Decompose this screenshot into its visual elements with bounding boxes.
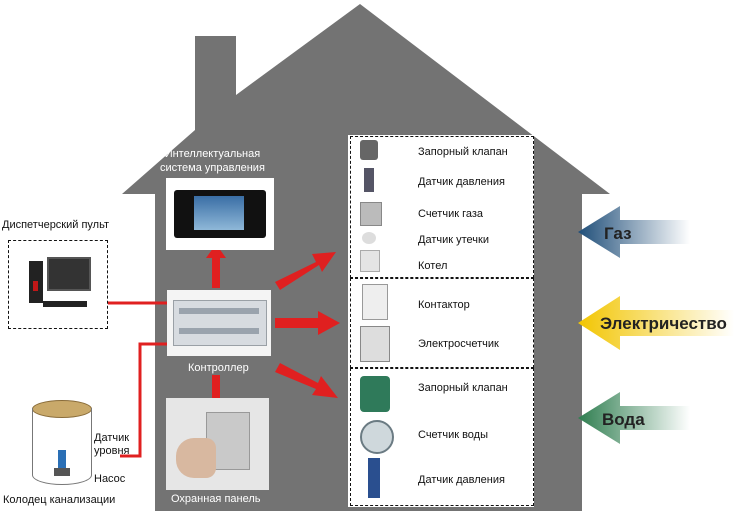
water-group-list: Запорный клапан Счетчик воды Датчик давл… [354,370,530,502]
electric-meter-icon [360,326,390,362]
intelligent-system-panel [166,178,274,250]
controller-label: Контроллер [188,362,249,374]
gas-pressure-label: Датчик давления [418,176,505,188]
pressure-sensor-icon [364,168,374,192]
dispatcher-label: Диспетчерский пульт [2,219,110,231]
gas-meter-label: Счетчик газа [418,208,484,220]
boiler-label: Котел [418,260,448,272]
electric-input-label: Электричество [600,314,727,333]
level-sensor-label: Датчик уровня [94,432,130,457]
water-meter-label: Счетчик воды [418,429,489,441]
water-group-box [350,368,534,506]
gas-group-list: Запорный клапан Датчик давления Счетчик … [354,138,530,274]
gas-meter-icon [360,202,382,226]
touch-screen-device [174,190,266,238]
sewer-well-icon [32,400,92,488]
water-valve-icon [360,376,390,412]
leak-sensor-label: Датчик утечки [418,234,489,246]
security-panel-image [166,398,269,490]
electric-meter-label: Электросчетчик [418,338,499,350]
water-valve-label: Запорный клапан [418,382,508,394]
computer-icon [29,257,91,307]
gas-input-label: Газ [604,224,632,243]
gas-input-arrow [578,206,690,258]
intelligent-system-label: Интеллектуальная система управления [160,148,265,174]
water-pressure-label: Датчик давления [418,474,505,486]
leak-sensor-icon [362,232,376,244]
water-pressure-icon [368,458,380,498]
gas-valve-icon [360,140,378,160]
pump-label: Насос [94,473,126,485]
contactor-icon [362,284,388,320]
contactor-label: Контактор [418,299,470,311]
boiler-icon [360,250,380,272]
red-wires [108,301,167,458]
electric-group-box [350,278,534,368]
controller-panel [167,290,271,356]
water-meter-icon [360,420,394,454]
water-input-label: Вода [602,410,645,429]
electric-input-arrow [578,296,734,350]
electric-group-list: Контактор Электросчетчик [354,280,530,364]
security-panel-label: Охранная панель [171,493,261,505]
dispatcher-box [8,240,108,329]
sewer-well-label: Колодец канализации [3,494,116,506]
gas-valve-label: Запорный клапан [418,146,508,158]
gas-group-box [350,136,534,278]
water-input-arrow [578,392,690,444]
